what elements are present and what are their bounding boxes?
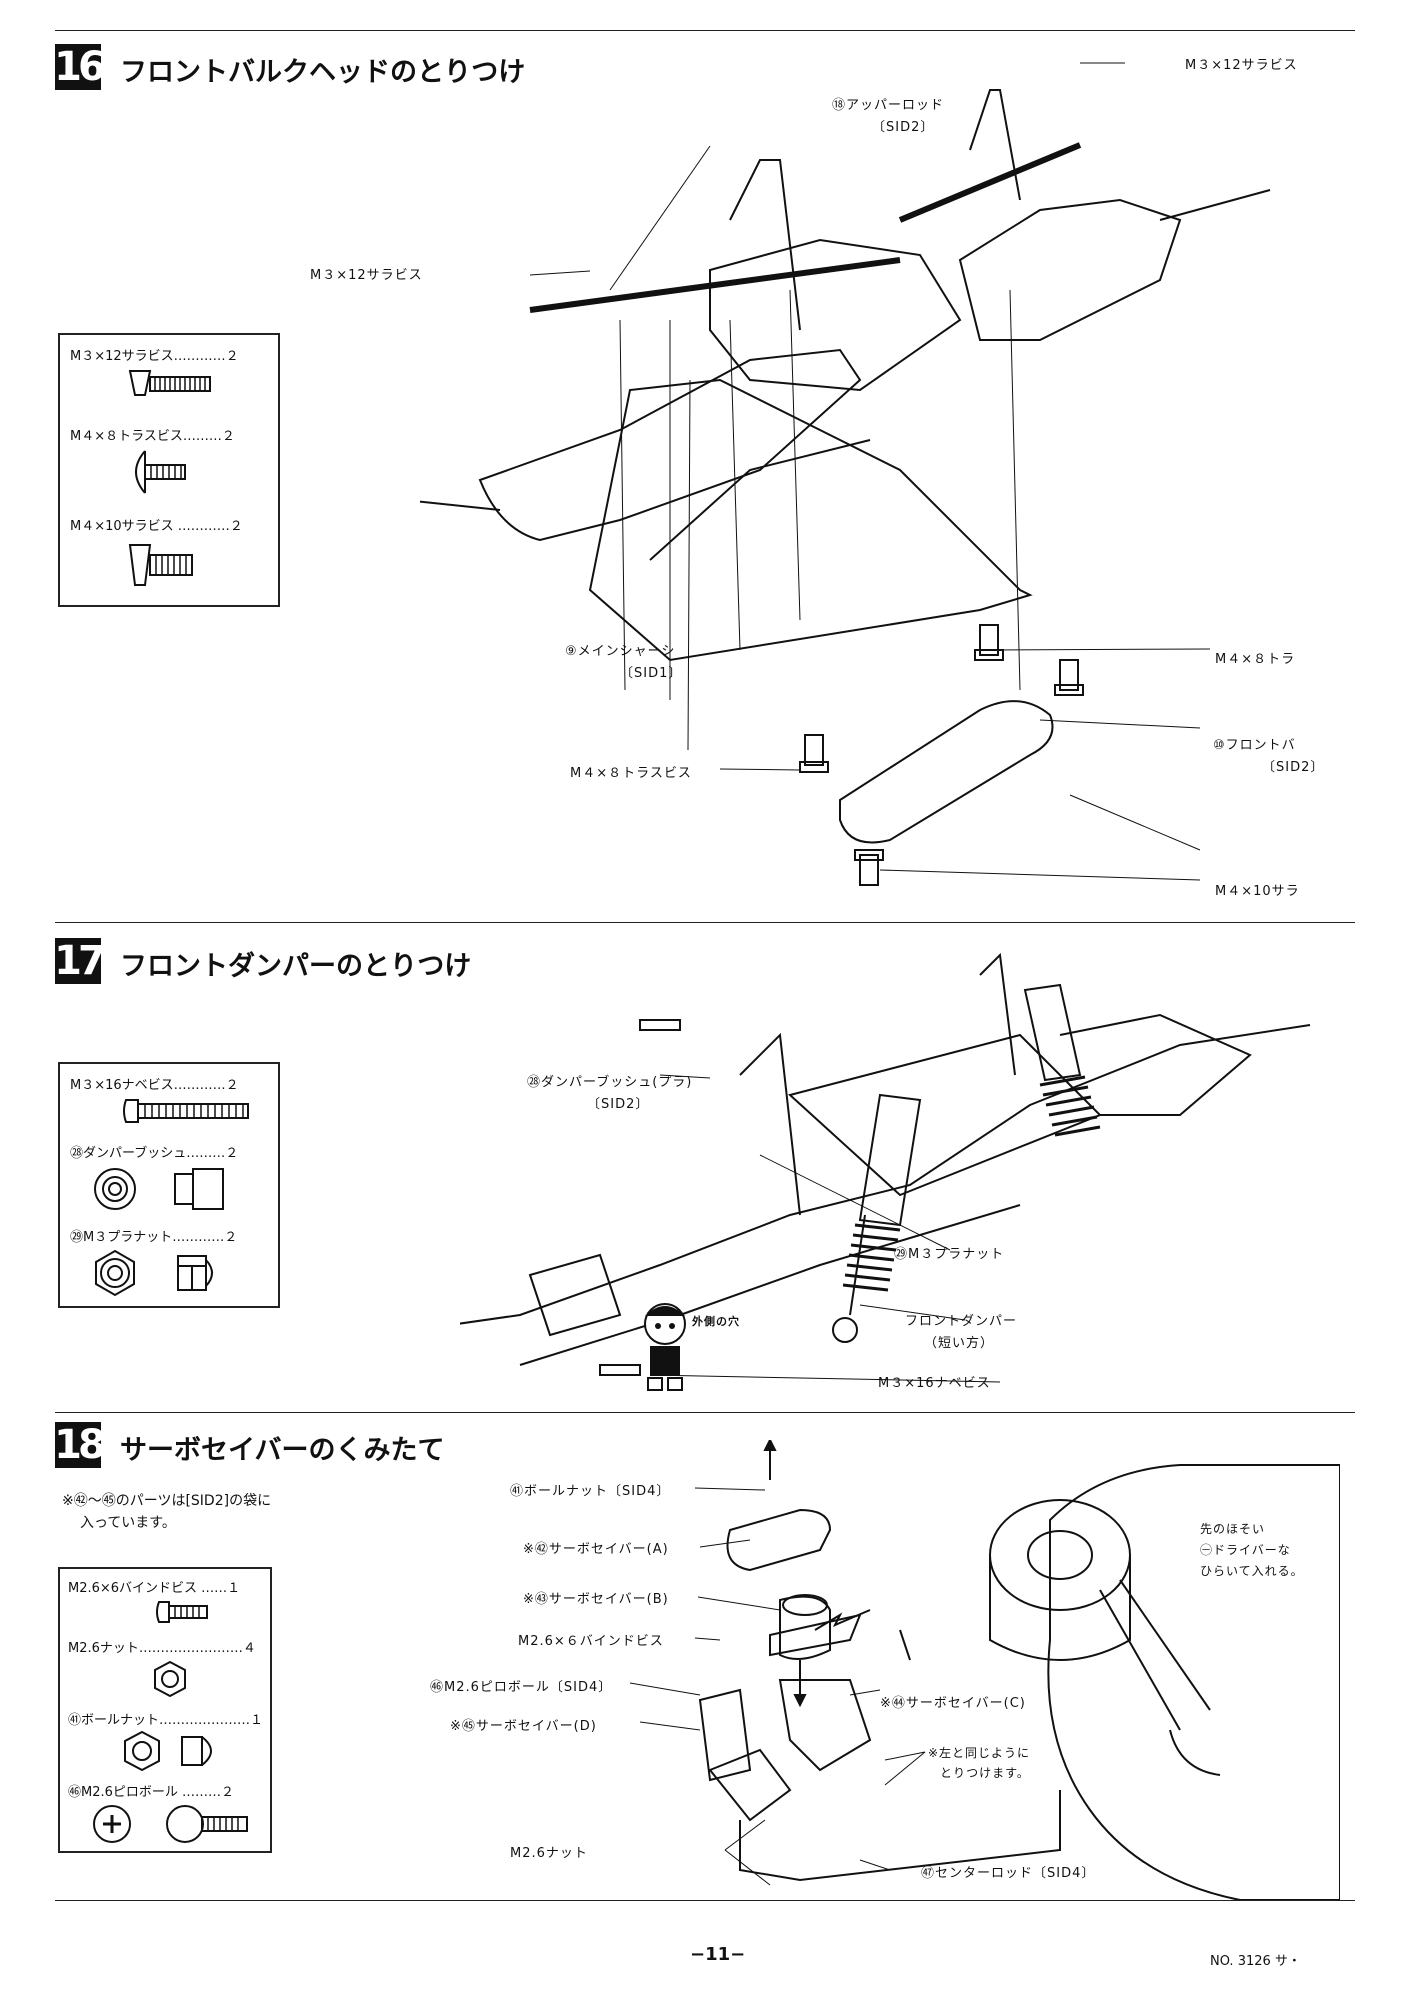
ball-nut-icon <box>124 1730 212 1772</box>
step-18-illustration <box>629 1440 1340 1900</box>
page-number: −11− <box>690 1944 746 1965</box>
part-m26-nut-label: M2.6ナット……………………４ <box>68 1641 256 1656</box>
callout-pillow-ball: ㊻M2.6ピロボール〔SID4〕 <box>430 1680 613 1695</box>
hex-nut-icon <box>154 1660 186 1698</box>
callout-front-damper-short: （短い方） <box>924 1336 995 1351</box>
step-18-note-line1: ※㊷～㊺のパーツは[SID2]の袋に <box>62 1493 272 1509</box>
step-17-title: フロントダンパーのとりつけ <box>120 951 472 982</box>
callout-saver-d: ※㊺サーボセイバー(D) <box>450 1719 597 1734</box>
bind-screw-icon <box>156 1601 208 1623</box>
pillow-ball-icon <box>93 1805 248 1843</box>
callout-tip-2: ㊀ドライバーな <box>1200 1543 1291 1557</box>
damper-bush-icon <box>94 1168 224 1210</box>
top-rule <box>55 30 1355 31</box>
section-rule-17 <box>55 922 1355 923</box>
callout-saver-c: ※㊹サーボセイバー(C) <box>880 1696 1026 1711</box>
step-18-number: 18 <box>54 1422 106 1468</box>
callout-upper-rod-sid: 〔SID2〕 <box>872 120 935 135</box>
callout-front-damper: フロントダンパー <box>905 1314 1018 1329</box>
step-17-number: 17 <box>54 938 106 984</box>
step-18-parts-box: M2.6×6バインドビス ……１ M2.6ナット……………………４ ㊶ボールナッ… <box>58 1567 272 1853</box>
doc-number: NO. 3126 サ・ <box>1210 1954 1301 1969</box>
flat-screw-icon <box>128 370 211 396</box>
pan-screw-icon <box>123 1099 249 1123</box>
mascot-icon <box>644 1303 686 1391</box>
callout-damper-bush-sid: 〔SID2〕 <box>587 1097 650 1112</box>
callout-saver-a: ※㊷サーボセイバー(A) <box>523 1542 669 1557</box>
step-17-parts-box: M３×16ナベビス…………２ ㉘ダンパーブッシュ………２ ㉙M３プラナット………… <box>58 1062 280 1308</box>
part-m3x12-label: M３×12サラビス…………２ <box>70 349 239 364</box>
step-16-parts-box: M３×12サラビス…………２ M４×８トラスビス………２ M４×10サラビス …… <box>58 333 280 607</box>
step-18-title: サーボセイバーのくみたて <box>120 1435 445 1466</box>
step-17-illustration <box>460 952 1311 1383</box>
callout-center-rod: ㊼センターロッド〔SID4〕 <box>921 1866 1096 1881</box>
callout-tip-3: ひらいて入れる。 <box>1200 1564 1304 1578</box>
nylon-nut-icon <box>95 1249 213 1297</box>
callout-m26-nut: M2.6ナット <box>510 1846 588 1861</box>
callout-ball-nut: ㊶ボールナット〔SID4〕 <box>510 1484 671 1499</box>
part-pillow-ball-label: ㊻M2.6ピロボール ………２ <box>68 1785 235 1800</box>
step-16-number: 16 <box>54 44 106 90</box>
part-ball-nut-label: ㊶ボールナット…………………１ <box>68 1713 264 1728</box>
part-m3-nut-label: ㉙M３プラナット…………２ <box>70 1230 238 1245</box>
part-m4x8-label: M４×８トラスビス………２ <box>70 429 235 444</box>
callout-saver-b: ※㊸サーボセイバー(B) <box>523 1592 669 1607</box>
part-m3x16-label: M３×16ナベビス…………２ <box>70 1078 239 1093</box>
step-18-note-line2: 入っています。 <box>80 1515 176 1531</box>
callout-m26x6-bind: M2.6×６バインドビス <box>518 1634 664 1649</box>
callout-front-bumper: ⑩フロントバ <box>1213 738 1296 753</box>
part-m4x10-label: M４×10サラビス …………２ <box>70 519 243 534</box>
footer-rule <box>55 1900 1355 1901</box>
callout-m3-nut: ㉙M３プラナット <box>894 1247 1005 1262</box>
truss-screw-icon <box>135 450 186 494</box>
callout-main-chassis-sid: 〔SID1〕 <box>620 666 683 681</box>
callout-same-as-left-1: ※左と同じように <box>928 1746 1031 1760</box>
callout-m4x10: M４×10サラ <box>1215 884 1300 899</box>
callout-damper-bush: ㉘ダンパーブッシュ(プラ) <box>527 1075 693 1090</box>
callout-tip-1: 先のほそい <box>1200 1522 1266 1536</box>
step-16-title: フロントバルクヘッドのとりつけ <box>120 57 526 88</box>
flat-screw-icon <box>128 544 193 586</box>
callout-m4x8-left: M４×８トラスビス <box>570 766 692 781</box>
callout-m3x16: M３×16ナベビス <box>878 1376 991 1391</box>
callout-m3x12-left: M３×12サラビス <box>310 268 423 283</box>
part-damper-bush-label: ㉘ダンパーブッシュ………２ <box>70 1146 239 1161</box>
part-m26x6-label: M2.6×6バインドビス ……１ <box>68 1581 241 1596</box>
callout-m3x12-top: M３×12サラビス <box>1185 58 1298 73</box>
callout-outer-hole: 外側の穴 <box>692 1315 740 1328</box>
callout-front-bumper-sid: 〔SID2〕 <box>1262 760 1325 775</box>
section-rule-18 <box>55 1412 1355 1413</box>
step-16-illustration <box>420 62 1271 886</box>
callout-m4x8-right: M４×８トラ <box>1215 652 1296 667</box>
callout-main-chassis: ⑨メインシャーシ <box>565 644 676 659</box>
callout-same-as-left-2: とりつけます。 <box>940 1766 1030 1780</box>
callout-upper-rod: ⑱アッパーロッド <box>832 98 945 113</box>
